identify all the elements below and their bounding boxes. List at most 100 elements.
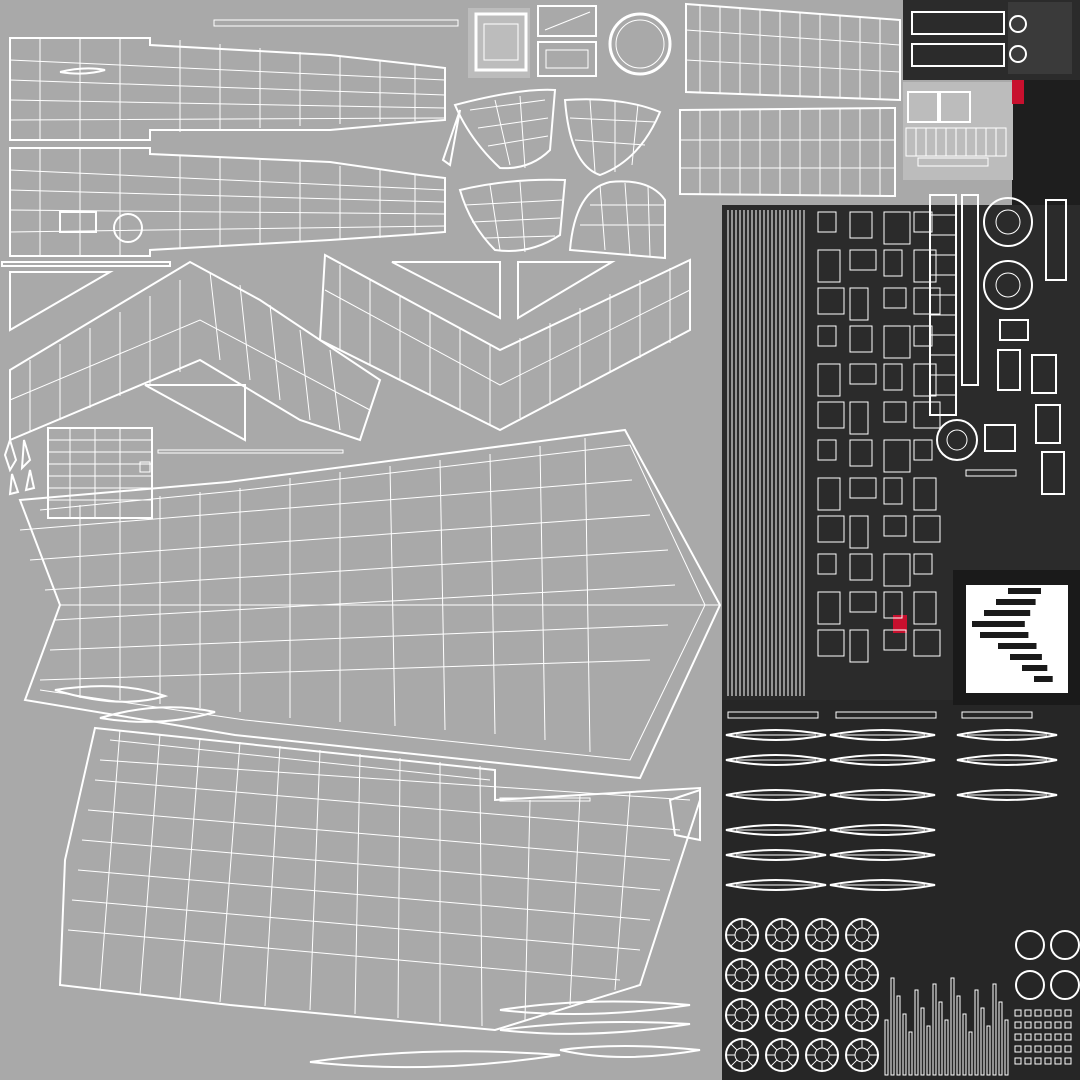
- small-part-tile: [817, 249, 841, 283]
- rib-tile: [1014, 1021, 1022, 1029]
- engine-disc-spoke: [850, 979, 858, 987]
- engine-disc-spoke: [730, 1003, 738, 1011]
- dark-panel-top-right-inner: [1008, 2, 1072, 74]
- small-part-tile: [849, 401, 869, 435]
- propeller-blade: [829, 754, 936, 766]
- small-part-tile: [883, 591, 903, 619]
- small-part-tile: [849, 439, 873, 467]
- blade-bar: [961, 711, 1033, 719]
- engine-disc-spoke: [850, 1059, 858, 1067]
- small-part-tile: [913, 629, 941, 657]
- red-marker-top: [1012, 80, 1024, 104]
- rib-bar: [938, 1001, 943, 1076]
- wing-root-piece-left: [9, 260, 382, 442]
- legend-bar: [1034, 676, 1053, 682]
- small-part-tile: [913, 211, 933, 233]
- small-part-tile: [849, 325, 873, 353]
- fuselage-shell-lower: [9, 147, 446, 257]
- engine-disc-spoke: [850, 1003, 858, 1011]
- small-part-tile: [883, 439, 911, 473]
- thin-bar-mid: [157, 449, 344, 454]
- small-part-tile: [913, 591, 937, 625]
- rib-bar: [884, 1019, 889, 1076]
- small-part-tile: [817, 363, 841, 397]
- small-part-tile: [817, 325, 837, 347]
- rib-tile: [1014, 1033, 1022, 1041]
- small-part-tile: [817, 401, 845, 429]
- engine-disc-spoke: [746, 979, 754, 987]
- light-panel-top-small: [903, 82, 1013, 180]
- thin-bar-lower: [499, 797, 591, 802]
- rib-tile: [1014, 1045, 1022, 1053]
- flap-fairings: [309, 1000, 701, 1069]
- small-part-tile: [883, 363, 903, 391]
- rib-tile: [1064, 1009, 1072, 1017]
- rib-tile: [1014, 1009, 1022, 1017]
- stripe-block: [727, 210, 805, 696]
- propeller-blade-set: [725, 711, 1058, 891]
- small-part-tile: [849, 591, 877, 613]
- engine-disc-spoke: [866, 979, 874, 987]
- rib-tile: [1034, 1009, 1042, 1017]
- engine-disc-spoke: [730, 963, 738, 971]
- legend-bar-chart: [966, 585, 1068, 693]
- rib-tile: [1064, 1033, 1072, 1041]
- propeller-blade: [725, 849, 827, 861]
- wing-tip-fairing-2: [99, 706, 216, 723]
- small-part-tile: [913, 477, 937, 511]
- small-part-tile: [849, 553, 873, 581]
- propeller-blade: [829, 879, 936, 891]
- rib-bar: [920, 1007, 925, 1076]
- top-strip-bar: [213, 19, 459, 27]
- fuselage-shell-upper: [9, 37, 446, 141]
- legend-bar: [1010, 654, 1042, 660]
- rib-tile: [1054, 1021, 1062, 1029]
- flat-strip: [1, 261, 171, 267]
- engine-disc-spoke: [826, 979, 834, 987]
- engine-disc-spoke: [786, 1003, 794, 1011]
- small-part-tile: [883, 249, 903, 277]
- main-wing-upper: [18, 428, 722, 780]
- small-part-tile: [849, 363, 877, 385]
- propeller-blade: [829, 849, 936, 861]
- engine-disc-spoke: [866, 1059, 874, 1067]
- engine-disc-spoke: [866, 963, 874, 971]
- engine-disc-spoke: [810, 939, 818, 947]
- small-part-tile: [849, 515, 869, 549]
- engine-disc-spoke: [826, 1019, 834, 1027]
- engine-disc-spoke: [826, 1059, 834, 1067]
- engine-disc-spoke: [850, 939, 858, 947]
- small-part-tile: [913, 363, 937, 397]
- engine-disc-spoke: [810, 979, 818, 987]
- red-marker-mid: [893, 615, 907, 633]
- rib-bar: [998, 1001, 1003, 1076]
- wing-tip-fairing: [54, 685, 169, 703]
- engine-disc-spoke: [730, 1043, 738, 1051]
- rib-tile: [1034, 1021, 1042, 1029]
- engine-disc-spoke: [786, 939, 794, 947]
- rib-bar: [992, 983, 997, 1076]
- small-part-tile: [817, 515, 845, 543]
- rib-tile: [1064, 1057, 1072, 1065]
- engine-disc-spoke: [770, 1019, 778, 1027]
- rib-bar: [1004, 1019, 1009, 1076]
- rib-tile: [1044, 1057, 1052, 1065]
- engine-disc-spoke: [810, 1003, 818, 1011]
- small-part-tile: [817, 553, 837, 575]
- rib-tile: [1054, 1045, 1062, 1053]
- small-part-tile: [817, 439, 837, 461]
- propeller-blade: [725, 754, 827, 766]
- engine-disc: [1015, 930, 1045, 960]
- engine-disc-spoke: [746, 1059, 754, 1067]
- engine-disc-spoke: [770, 939, 778, 947]
- small-part-tile: [883, 287, 907, 309]
- propeller-blade: [829, 824, 936, 836]
- propeller-blade: [829, 789, 936, 801]
- wing-root-piece-right: [318, 253, 691, 432]
- propeller-blade: [725, 789, 827, 801]
- main-wing-lower: [58, 726, 701, 1032]
- engine-disc: [1015, 970, 1045, 1000]
- engine-disc-spoke: [746, 1019, 754, 1027]
